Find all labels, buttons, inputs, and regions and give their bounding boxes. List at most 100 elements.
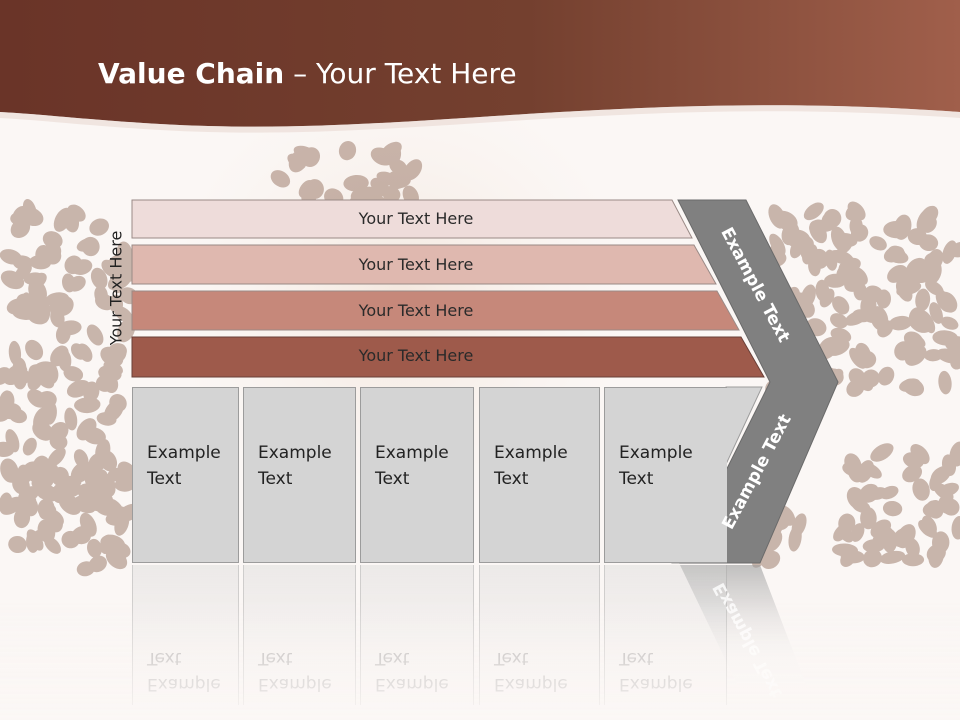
coffee-bean	[920, 205, 939, 225]
coffee-bean	[90, 479, 111, 502]
coffee-bean	[921, 216, 937, 233]
coffee-bean	[860, 305, 878, 323]
coffee-bean	[63, 366, 84, 382]
coffee-bean	[98, 474, 116, 495]
coffee-bean	[921, 515, 937, 536]
coffee-bean	[90, 491, 114, 509]
coffee-bean	[941, 498, 960, 516]
coffee-bean	[14, 263, 32, 281]
coffee-bean	[42, 361, 59, 385]
coffee-bean	[12, 357, 27, 381]
coffee-bean	[853, 348, 870, 366]
coffee-bean	[832, 543, 858, 557]
coffee-bean	[857, 373, 874, 392]
coffee-bean	[16, 293, 37, 315]
coffee-bean	[10, 211, 30, 226]
coffee-bean	[789, 237, 805, 259]
coffee-bean	[108, 343, 127, 359]
coffee-bean	[938, 370, 952, 395]
row-label-4: Your Text Here	[358, 346, 474, 365]
coffee-bean	[0, 458, 19, 483]
coffee-bean	[106, 498, 126, 521]
coffee-bean	[66, 379, 91, 398]
coffee-bean	[370, 147, 394, 166]
coffee-bean	[927, 249, 944, 270]
coffee-bean	[37, 498, 55, 518]
coffee-bean	[22, 198, 37, 222]
coffee-bean	[73, 495, 97, 514]
coffee-bean	[830, 313, 848, 329]
coffee-bean	[42, 508, 64, 527]
coffee-bean	[892, 527, 915, 548]
coffee-bean	[936, 348, 960, 364]
coffee-bean	[117, 461, 137, 481]
coffee-bean	[791, 513, 807, 537]
coffee-bean	[76, 237, 97, 252]
coffee-bean	[896, 281, 915, 296]
coffee-bean	[92, 485, 110, 510]
coffee-bean	[98, 365, 122, 382]
coffee-bean	[888, 315, 913, 331]
coffee-bean	[836, 232, 858, 247]
coffee-bean	[106, 254, 127, 274]
coffee-bean	[901, 553, 925, 567]
coffee-bean	[27, 372, 43, 391]
coffee-bean	[899, 276, 918, 293]
coffee-bean	[50, 345, 69, 367]
coffee-bean	[71, 526, 89, 542]
coffee-bean	[343, 174, 369, 192]
coffee-bean	[926, 500, 944, 519]
coffee-bean	[100, 534, 114, 555]
coffee-bean	[837, 524, 854, 543]
coffee-bean	[851, 499, 871, 513]
coffee-bean	[110, 541, 127, 563]
coffee-bean	[40, 462, 59, 481]
coffee-bean	[938, 291, 958, 313]
coffee-bean	[59, 475, 82, 489]
coffee-bean	[59, 209, 80, 225]
coffee-bean	[41, 466, 61, 483]
coffee-bean	[42, 400, 57, 425]
coffee-bean	[38, 503, 57, 521]
coffee-bean	[114, 306, 133, 323]
coffee-bean	[863, 549, 882, 568]
coffee-bean	[929, 472, 943, 492]
coffee-bean	[51, 466, 69, 487]
coffee-bean	[877, 366, 895, 386]
coffee-bean	[10, 218, 31, 239]
coffee-bean	[924, 252, 942, 272]
header-band	[0, 0, 960, 133]
coffee-bean	[58, 349, 72, 372]
coffee-bean	[36, 391, 57, 409]
coffee-bean	[935, 290, 953, 313]
coffee-bean	[100, 346, 124, 367]
coffee-bean	[103, 360, 123, 376]
coffee-bean	[26, 529, 44, 551]
coffee-bean	[67, 275, 86, 292]
coffee-bean	[910, 444, 930, 465]
coffee-bean	[853, 282, 867, 301]
coffee-bean	[823, 209, 842, 228]
coffee-bean	[288, 149, 309, 173]
coffee-bean	[803, 202, 824, 221]
coffee-bean	[944, 336, 960, 353]
coffee-bean	[74, 397, 100, 413]
coffee-bean	[836, 263, 853, 283]
coffee-bean	[800, 250, 824, 265]
coffee-bean	[58, 320, 82, 336]
coffee-bean	[860, 507, 877, 530]
coffee-bean	[12, 206, 30, 227]
coffee-bean	[8, 535, 27, 554]
coffee-bean	[22, 466, 40, 482]
coffee-bean	[837, 235, 854, 255]
coffee-bean	[896, 524, 916, 549]
coffee-bean	[852, 309, 871, 323]
coffee-bean	[287, 153, 306, 170]
coffee-bean	[35, 245, 52, 265]
coffee-bean	[61, 273, 76, 293]
coffee-bean	[108, 294, 124, 313]
coffee-bean	[101, 259, 120, 278]
